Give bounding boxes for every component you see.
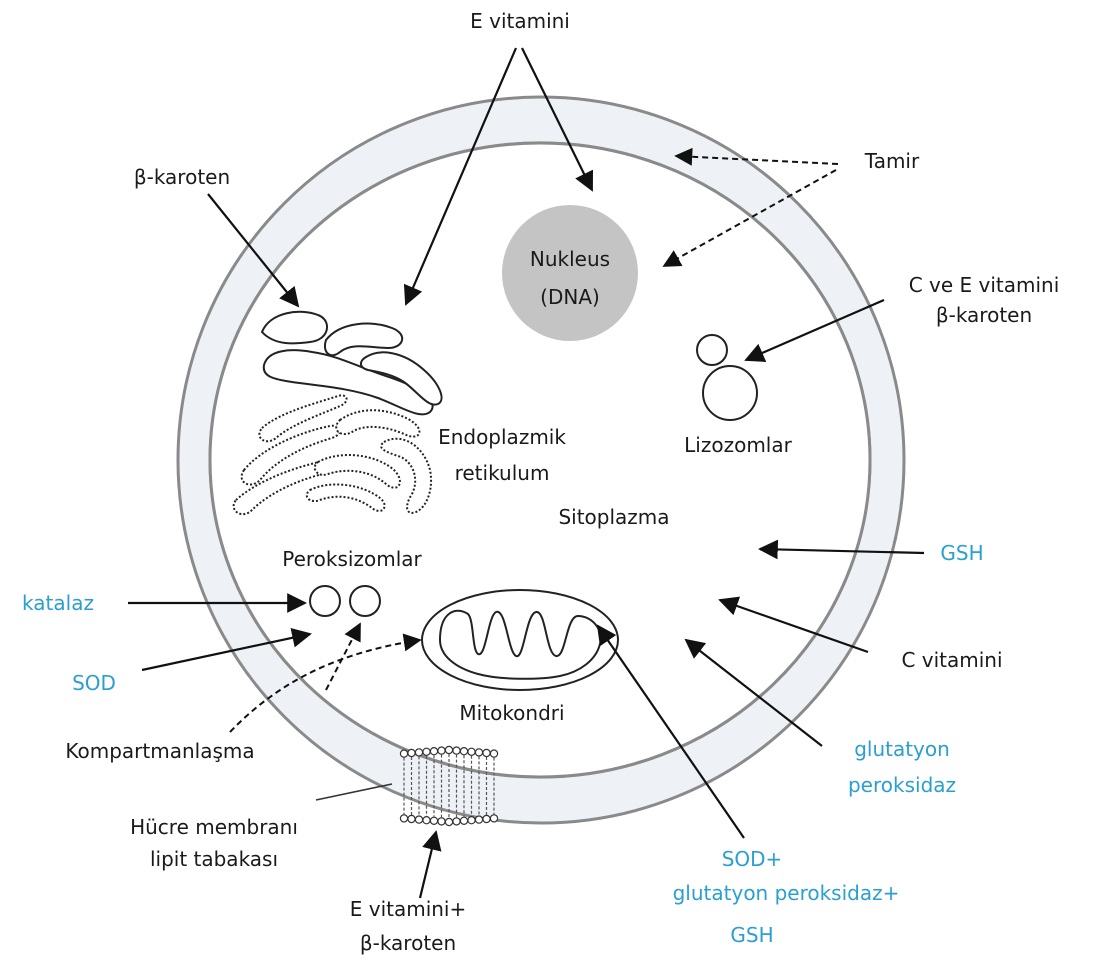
lipid-head	[408, 815, 415, 822]
label-sitoplazma: Sitoplazma	[558, 505, 669, 529]
label-nukleus: Nukleus	[530, 247, 610, 271]
mitochondrion	[422, 590, 618, 690]
lipid-head	[490, 750, 497, 757]
label-c-ve-e-beta-karoten: β-karoten	[936, 303, 1032, 327]
lipid-head	[408, 749, 415, 756]
label-tamir: Tamir	[864, 149, 920, 173]
label-beta-karoten-bottom: β-karoten	[360, 931, 456, 955]
label-c-vitamini: C vitamini	[901, 648, 1002, 672]
label-katalaz: katalaz	[22, 591, 94, 615]
lipid-head	[468, 748, 475, 755]
nucleus	[502, 205, 638, 341]
label-mitokondri: Mitokondri	[459, 701, 564, 725]
label-lipit-tabakasi: lipit tabakası	[150, 847, 278, 871]
label-glutatyon-peroksidaz-plus: glutatyon peroksidaz+	[673, 881, 900, 905]
lipid-head	[475, 749, 482, 756]
label-beta-karoten-top: β-karoten	[134, 165, 230, 189]
label-lizozomlar: Lizozomlar	[684, 433, 792, 457]
lipid-head	[430, 748, 437, 755]
peroxisome-left	[310, 586, 340, 616]
label-e-vitamini-top: E vitamini	[470, 9, 570, 33]
lipid-head	[438, 747, 445, 754]
lipid-head	[490, 815, 497, 822]
label-hucre-membrani: Hücre membranı	[130, 815, 298, 839]
label-peroksizomlar: Peroksizomlar	[282, 547, 422, 571]
lipid-head	[400, 750, 407, 757]
lipid-head	[445, 818, 452, 825]
lipid-head	[460, 817, 467, 824]
lipid-head	[453, 747, 460, 754]
lipid-head	[475, 816, 482, 823]
lipid-head	[460, 748, 467, 755]
lipid-head	[415, 749, 422, 756]
label-glutatyon: glutatyon	[854, 737, 950, 761]
label-peroksidaz: peroksidaz	[848, 773, 956, 797]
label-retikulum: retikulum	[455, 461, 550, 485]
label-sod-plus: SOD+	[722, 847, 783, 871]
lipid-head	[400, 815, 407, 822]
lysosome-small	[697, 335, 727, 365]
lipid-head	[423, 748, 430, 755]
label-c-ve-e-vitamini: C ve E vitamini	[909, 273, 1060, 297]
label-gsh-combo: GSH	[730, 923, 773, 947]
lipid-head	[438, 818, 445, 825]
lipid-head	[483, 815, 490, 822]
lysosome-large	[703, 366, 757, 420]
label-gsh: GSH	[940, 541, 983, 565]
lipid-head	[430, 817, 437, 824]
peroxisome-right	[350, 586, 380, 616]
lipid-head	[483, 749, 490, 756]
lipid-head	[445, 746, 452, 753]
label-kompartmanlasma: Kompartmanlaşma	[65, 739, 254, 763]
label-e-vitamini-plus: E vitamini+	[350, 897, 467, 921]
lipid-head	[453, 818, 460, 825]
label-endoplazmik: Endoplazmik	[438, 425, 566, 449]
lipid-head	[415, 816, 422, 823]
label-sod: SOD	[72, 671, 116, 695]
lipid-head	[468, 817, 475, 824]
label-dna: (DNA)	[540, 285, 600, 309]
lipid-head	[423, 817, 430, 824]
